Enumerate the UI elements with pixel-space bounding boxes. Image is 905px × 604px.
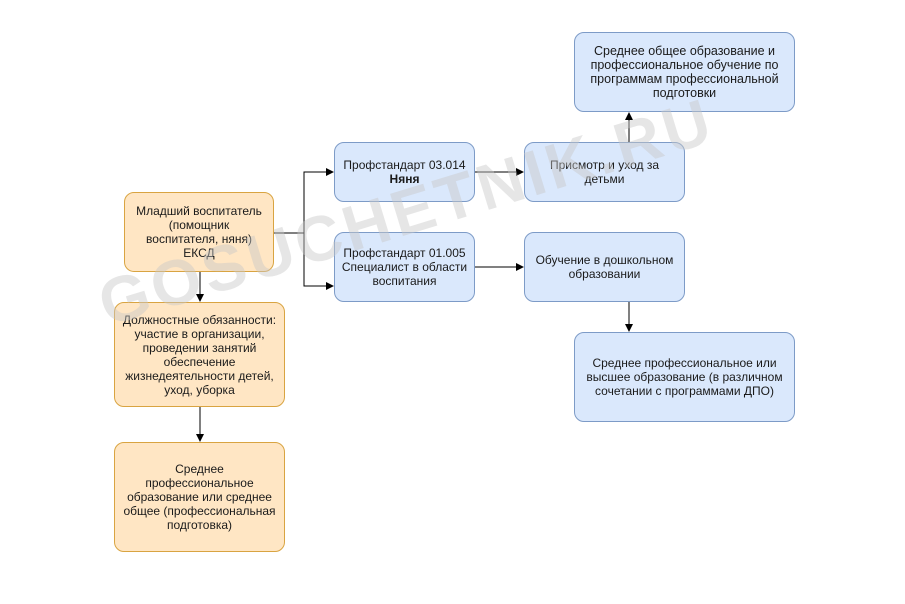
node-higher-education: Среднее профессиональное или высшее обра… [574,332,795,422]
node-childcare-text: Присмотр и уход за детьми [550,158,659,186]
node-general-education: Среднее общее образование и профессионал… [574,32,795,112]
node-childcare: Присмотр и уход за детьми [524,142,685,202]
node-profstandard-educator-code: Профстандарт 01.005 [343,246,466,260]
node-duties-text: Должностные обязанности: участие в орган… [122,312,277,397]
node-preschool-training: Обучение в дошкольном образовании [524,232,685,302]
node-general-education-text: Среднее общее образование и профессионал… [590,44,779,100]
node-junior-teacher-text: Младший воспитатель (помощник воспитател… [136,204,262,260]
node-spo-left: Среднее профессиональное образование или… [114,442,285,552]
node-higher-education-text: Среднее профессиональное или высшее обра… [586,356,783,398]
node-preschool-training-text: Обучение в дошкольном образовании [535,253,674,281]
edge-junior-to-nanny [274,168,334,234]
node-profstandard-educator: Профстандарт 01.005 Специалист в области… [334,232,475,302]
node-junior-teacher: Младший воспитатель (помощник воспитател… [124,192,274,272]
edge-junior-to-educator [303,233,334,290]
node-profstandard-nanny-title: Няня [389,172,420,186]
node-profstandard-educator-title: Специалист в области воспитания [341,260,468,288]
node-profstandard-nanny-code: Профстандарт 03.014 [343,158,466,172]
node-spo-left-text: Среднее профессиональное образование или… [123,462,276,532]
node-profstandard-nanny: Профстандарт 03.014 Няня [334,142,475,202]
node-duties: Должностные обязанности: участие в орган… [114,302,285,407]
